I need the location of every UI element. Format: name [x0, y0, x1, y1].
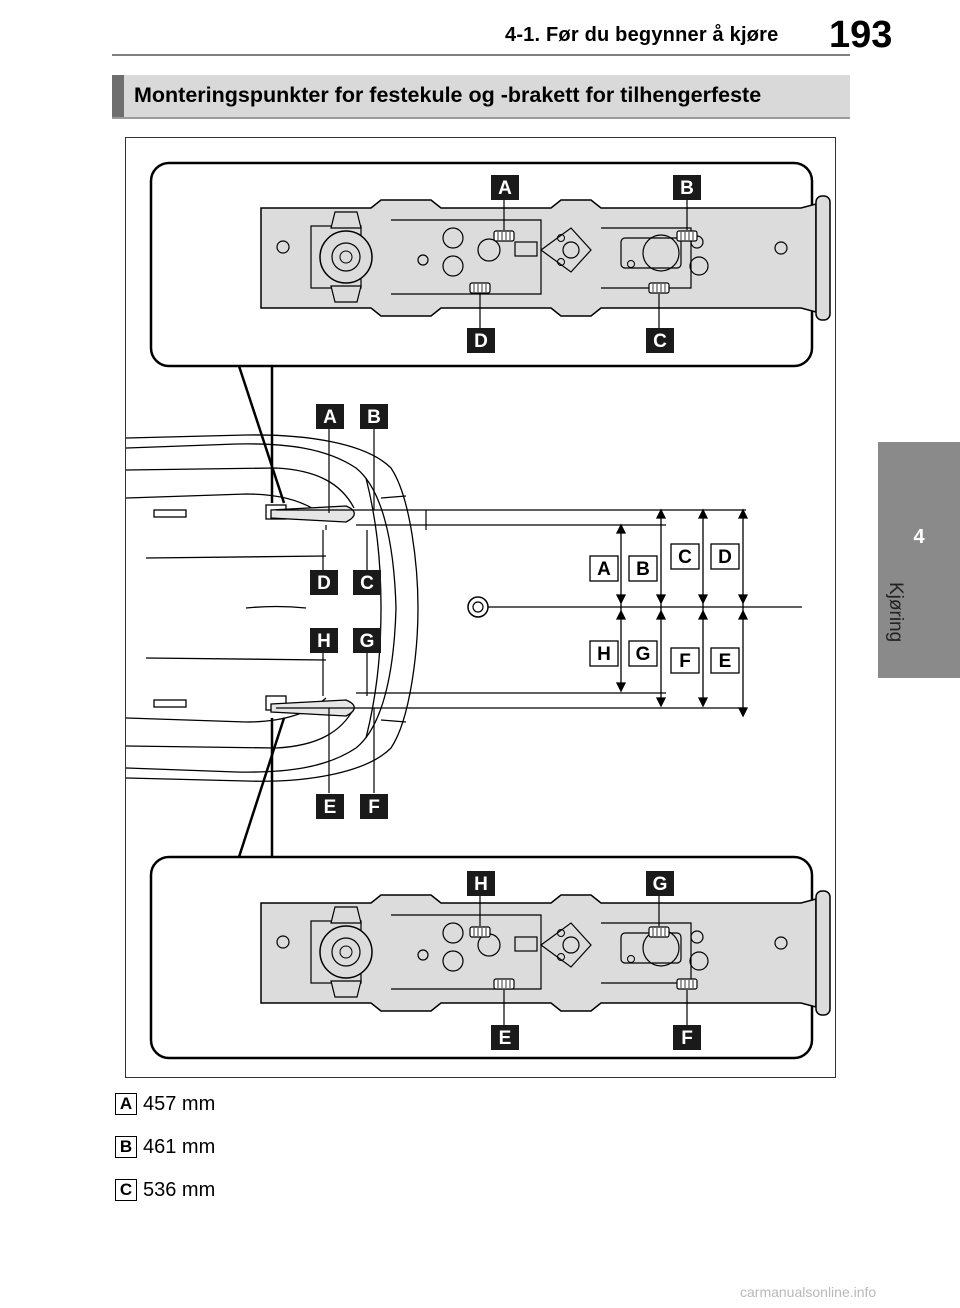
callout-bottom-e: E: [491, 1025, 519, 1050]
tow-hitch-diagram: A B D C A B D C H G E F A B C D H G F E …: [125, 137, 836, 1078]
svg-text:G: G: [653, 874, 668, 895]
svg-text:G: G: [636, 644, 651, 665]
svg-text:C: C: [678, 547, 692, 568]
callout-bottom-g: G: [646, 871, 674, 896]
svg-text:D: D: [718, 547, 732, 568]
dimension-label-e: E: [710, 647, 740, 674]
dimension-label-g: G: [628, 640, 658, 667]
spec-key: B: [115, 1136, 137, 1158]
callout-top-a: A: [491, 175, 519, 200]
dimension-label-d: D: [710, 543, 740, 570]
section-heading-title: Monteringspunkter for festekule og -brak…: [134, 83, 762, 107]
callout-vehicle-c: C: [353, 570, 381, 595]
spec-key: A: [115, 1093, 137, 1115]
callout-vehicle-f: F: [360, 794, 388, 819]
vehicle-pointers: [322, 428, 375, 793]
section-heading: Monteringspunkter for festekule og -brak…: [112, 75, 850, 119]
svg-text:B: B: [636, 559, 650, 580]
svg-text:E: E: [499, 1028, 512, 1049]
callout-vehicle-d: D: [310, 570, 338, 595]
spec-key: C: [115, 1179, 137, 1201]
callout-vehicle-g: G: [353, 628, 381, 653]
svg-text:A: A: [498, 178, 512, 199]
callout-vehicle-a: A: [316, 404, 344, 429]
svg-text:A: A: [597, 559, 611, 580]
header-divider: [112, 54, 850, 56]
watermark: carmanualsonline.info: [740, 1284, 877, 1300]
svg-text:D: D: [317, 573, 331, 594]
svg-text:B: B: [680, 178, 694, 199]
svg-text:H: H: [597, 644, 611, 665]
bottom-bracket-panel: [149, 855, 831, 1060]
dimension-label-a: A: [589, 555, 619, 582]
spec-value: 457 mm: [143, 1093, 216, 1115]
svg-text:G: G: [360, 631, 375, 652]
dimension-label-f: F: [670, 647, 700, 674]
svg-text:B: B: [367, 407, 381, 428]
svg-text:F: F: [681, 1028, 693, 1049]
dimension-arrows: [615, 508, 749, 718]
chapter-number: 4: [913, 526, 925, 548]
dimension-label-b: B: [628, 555, 658, 582]
hitch-center-point: [467, 596, 802, 618]
svg-text:C: C: [360, 573, 374, 594]
dimension-label-h: H: [589, 640, 619, 667]
vehicle-outline: [126, 434, 419, 782]
page-number: 193: [829, 14, 893, 56]
svg-text:D: D: [474, 331, 488, 352]
svg-text:C: C: [653, 331, 667, 352]
svg-text:H: H: [474, 874, 488, 895]
spec-value: 461 mm: [143, 1136, 216, 1158]
callout-top-b: B: [673, 175, 701, 200]
top-bracket-panel: [149, 161, 831, 368]
dimension-label-c: C: [670, 543, 700, 570]
svg-text:E: E: [324, 797, 337, 818]
svg-text:H: H: [317, 631, 331, 652]
callout-vehicle-e: E: [316, 794, 344, 819]
svg-text:F: F: [679, 651, 691, 672]
callout-vehicle-b: B: [360, 404, 388, 429]
svg-text:A: A: [323, 407, 337, 428]
callout-bottom-h: H: [467, 871, 495, 896]
svg-text:E: E: [719, 651, 732, 672]
reference-lines: [276, 509, 746, 709]
section-heading-bar: [112, 75, 124, 117]
chapter-tab: 4: [878, 442, 960, 678]
callout-vehicle-h: H: [310, 628, 338, 653]
svg-text:F: F: [368, 797, 380, 818]
header-section-title: 4-1. Før du begynner å kjøre: [505, 24, 779, 46]
tow-hitch-diagram-svg: A B D C A B D C H G E F A B C D H G F E …: [126, 161, 831, 1060]
chapter-label: Kjøring: [885, 582, 906, 643]
callout-top-c: C: [646, 328, 674, 353]
callout-top-d: D: [467, 328, 495, 353]
spec-value: 536 mm: [143, 1179, 216, 1201]
callout-bottom-f: F: [673, 1025, 701, 1050]
zoom-connectors: [237, 365, 286, 858]
